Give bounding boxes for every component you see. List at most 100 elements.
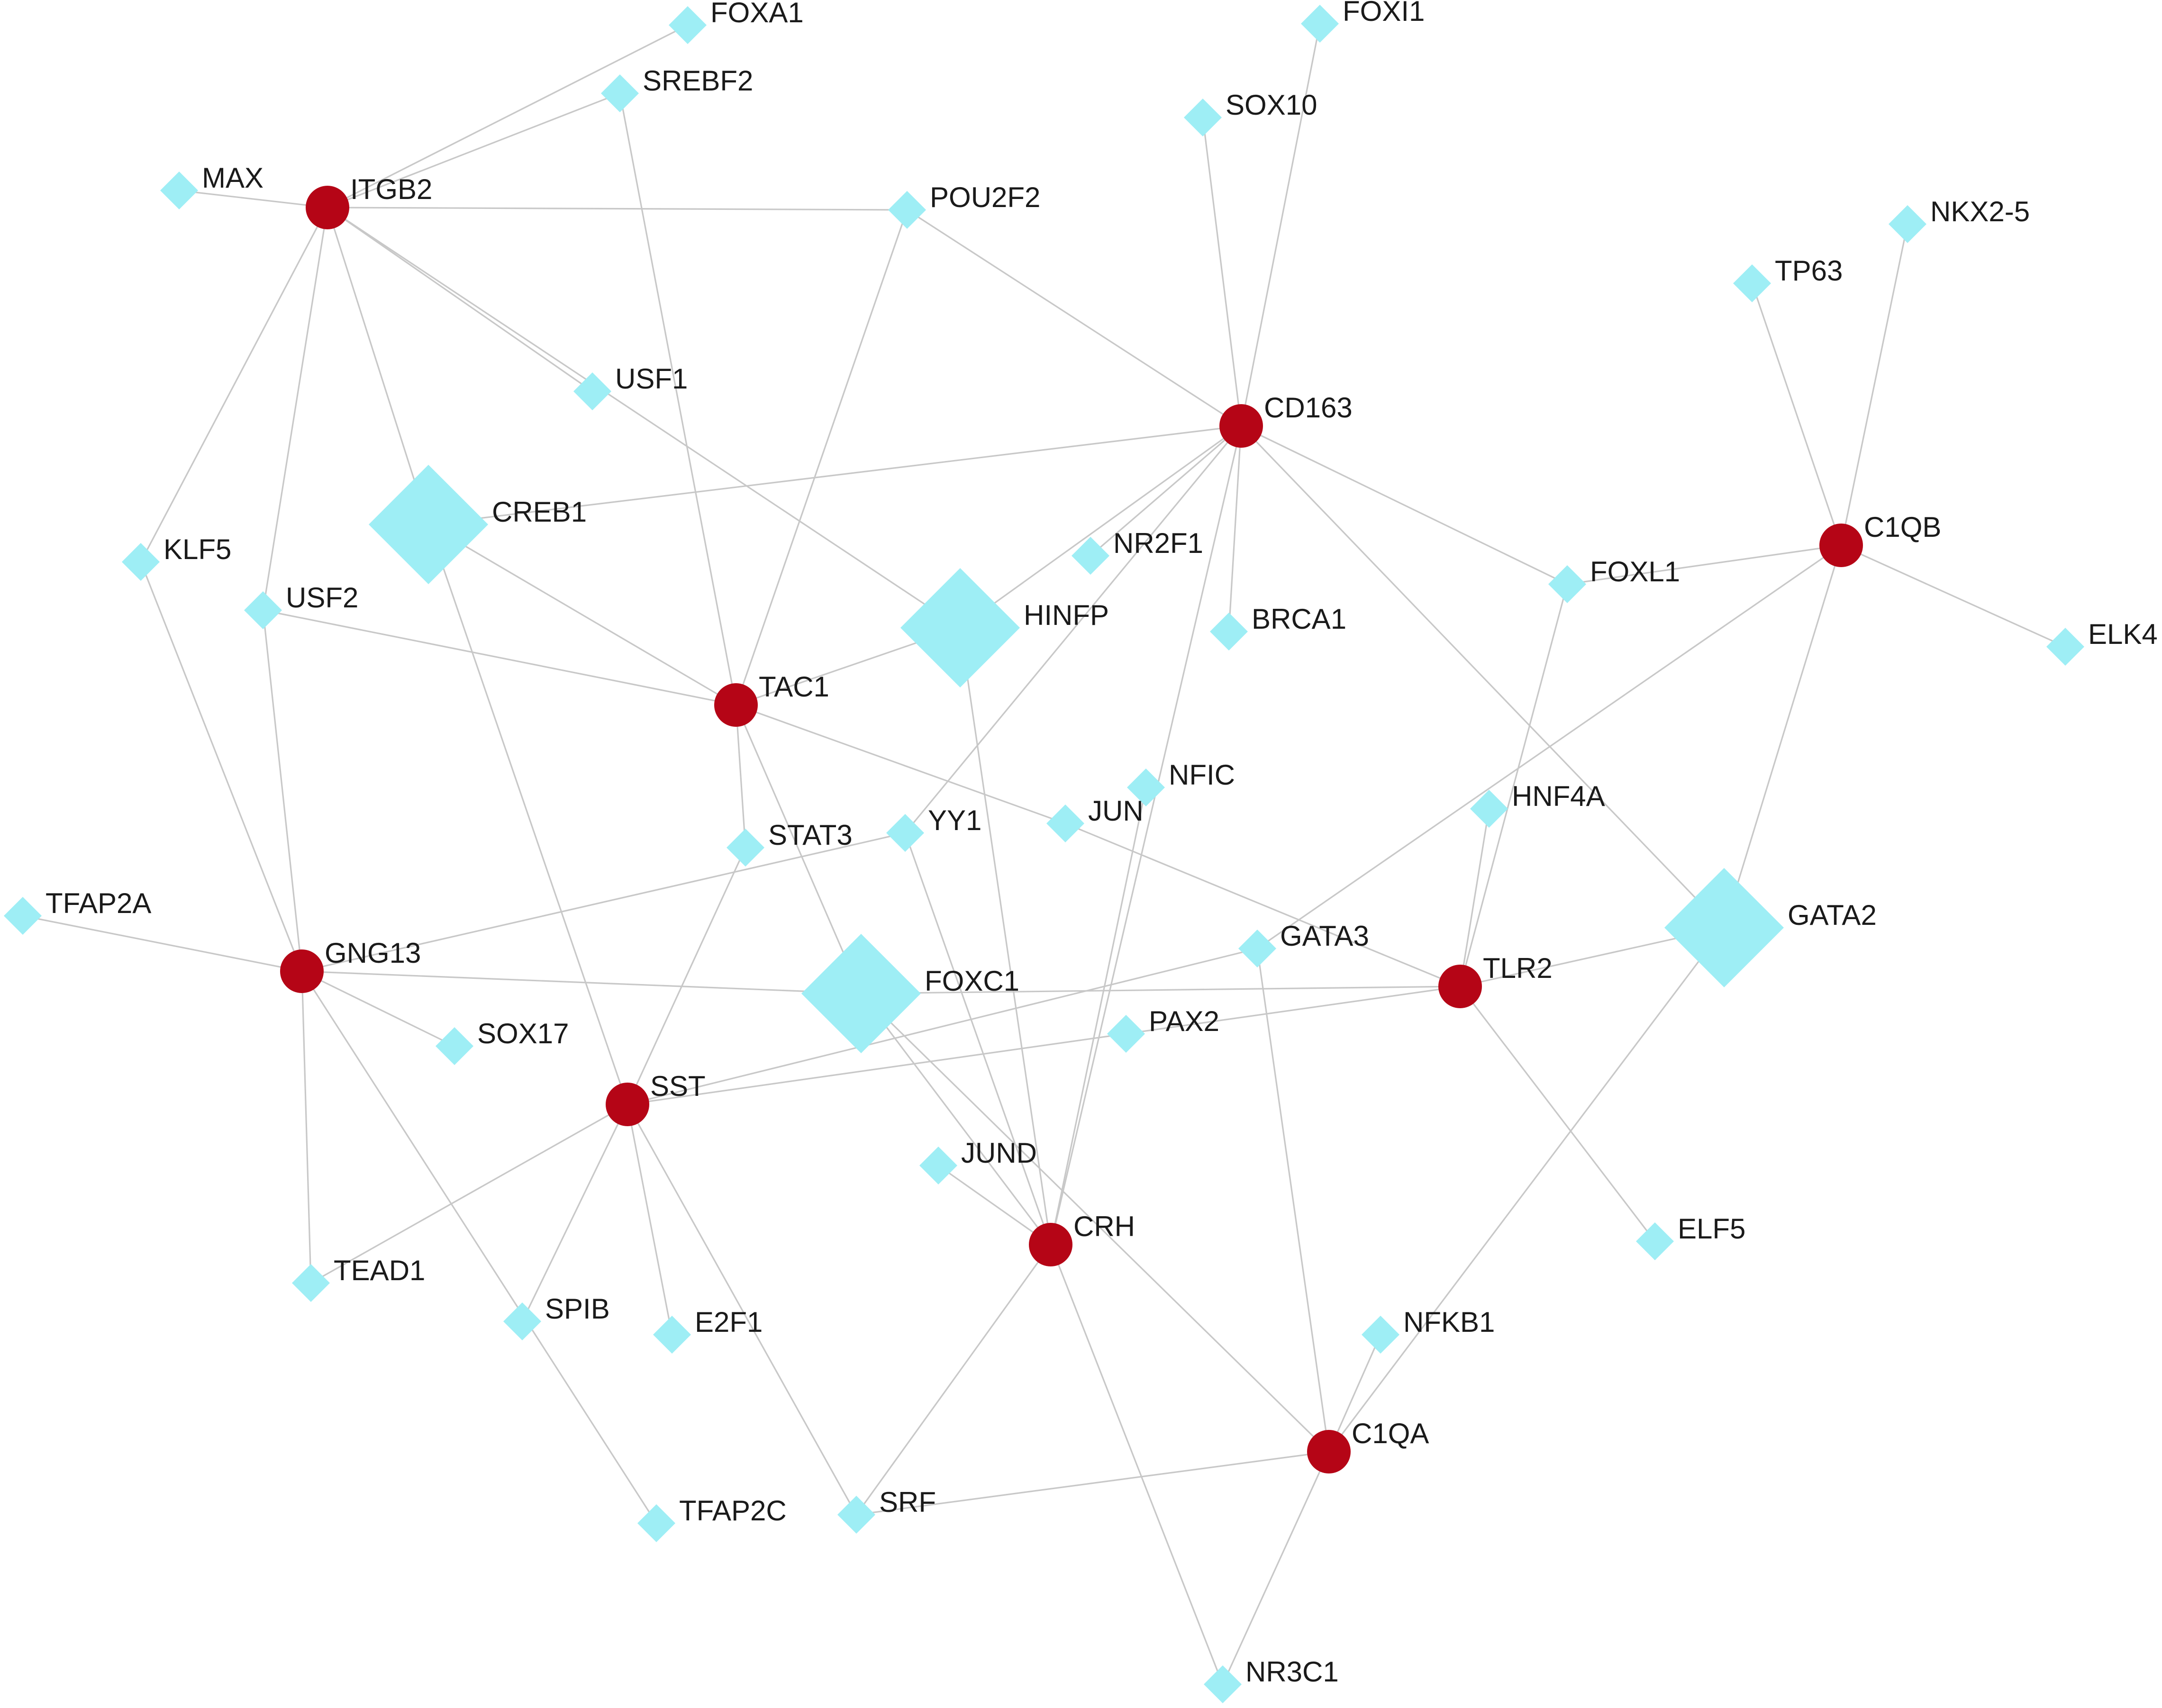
node-jun[interactable]: [1046, 804, 1084, 842]
node-srebf2[interactable]: [601, 74, 639, 112]
node-tfap2a[interactable]: [4, 897, 42, 935]
node-hinfp[interactable]: [900, 568, 1020, 687]
node-usf2[interactable]: [244, 591, 282, 629]
edge-c1qa-srf: [856, 1451, 1329, 1516]
edge-tac1-creb1: [428, 524, 736, 706]
node-tead1[interactable]: [292, 1264, 330, 1302]
node-spib[interactable]: [503, 1302, 541, 1340]
node-tac1[interactable]: [714, 683, 758, 727]
edge-itgb2-creb1: [327, 207, 429, 525]
node-e2f1[interactable]: [653, 1316, 691, 1354]
label-foxa1: FOXA1: [710, 0, 804, 28]
edge-itgb2-usf2: [262, 207, 328, 611]
edge-itgb2-srebf2: [327, 92, 620, 208]
label-nr3c1: NR3C1: [1245, 1656, 1339, 1688]
label-tac1: TAC1: [759, 671, 829, 703]
node-pou2f2[interactable]: [888, 191, 926, 229]
label-usf2: USF2: [286, 582, 358, 614]
edge-crh-foxc1: [860, 993, 1052, 1245]
edge-crh-nr3c1: [1050, 1244, 1224, 1685]
label-stat3: STAT3: [768, 819, 853, 851]
node-foxa1[interactable]: [669, 6, 707, 44]
node-sox17[interactable]: [436, 1027, 473, 1065]
edge-c1qb-tp63: [1751, 283, 1842, 546]
node-nfkb1[interactable]: [1362, 1316, 1399, 1354]
node-hnf4a[interactable]: [1470, 790, 1508, 828]
label-foxc1: FOXC1: [925, 965, 1019, 997]
edge-cd163-nr2f1: [1090, 425, 1242, 557]
node-usf1[interactable]: [573, 372, 611, 410]
label-creb1: CREB1: [492, 496, 587, 528]
edge-cd163-foxi1: [1240, 23, 1321, 426]
edge-gng13-usf2: [262, 610, 303, 972]
node-klf5[interactable]: [122, 543, 160, 581]
label-elk4: ELK4: [2088, 618, 2158, 650]
node-gata3[interactable]: [1238, 930, 1276, 967]
node-elf5[interactable]: [1636, 1222, 1674, 1260]
edge-sst-e2f1: [627, 1104, 673, 1335]
label-nfic: NFIC: [1169, 759, 1235, 791]
label-foxl1: FOXL1: [1590, 556, 1680, 587]
edge-sst-stat3: [627, 847, 746, 1105]
edge-crh-srf: [855, 1244, 1052, 1515]
label-sox17: SOX17: [477, 1018, 569, 1049]
node-gata2[interactable]: [1664, 868, 1784, 987]
node-nr2f1[interactable]: [1072, 537, 1109, 575]
label-jun: JUN: [1088, 795, 1144, 827]
label-tfap2c: TFAP2C: [679, 1495, 787, 1527]
node-c1qa[interactable]: [1307, 1430, 1351, 1473]
node-sox10[interactable]: [1184, 99, 1222, 136]
label-pou2f2: POU2F2: [930, 181, 1040, 213]
edge-cd163-gata2: [1240, 425, 1725, 929]
edge-gng13-sox17: [301, 970, 455, 1047]
node-stat3[interactable]: [727, 829, 764, 867]
node-itgb2[interactable]: [306, 186, 349, 229]
label-gata2: GATA2: [1788, 899, 1877, 931]
node-tfap2c[interactable]: [637, 1504, 675, 1542]
label-jund: JUND: [961, 1137, 1037, 1169]
edge-c1qb-foxl1: [1567, 544, 1842, 585]
node-c1qb[interactable]: [1819, 524, 1863, 567]
node-yy1[interactable]: [886, 814, 924, 852]
node-sst[interactable]: [606, 1083, 649, 1126]
edge-tac1-usf2: [263, 609, 736, 706]
node-tp63[interactable]: [1733, 264, 1771, 302]
edges-layer: [22, 23, 2066, 1685]
edge-tlr2-foxl1: [1459, 584, 1568, 987]
label-e2f1: E2F1: [695, 1306, 763, 1338]
label-gng13: GNG13: [325, 937, 421, 969]
node-tlr2[interactable]: [1438, 965, 1482, 1008]
edge-cd163-crh: [1050, 425, 1242, 1245]
label-srebf2: SREBF2: [643, 65, 753, 97]
edge-sst-creb1: [427, 524, 628, 1105]
edge-cd163-hinfp: [960, 425, 1242, 629]
node-crh[interactable]: [1029, 1223, 1072, 1266]
label-c1qa: C1QA: [1352, 1418, 1429, 1449]
node-jund[interactable]: [919, 1147, 957, 1184]
node-max[interactable]: [160, 172, 198, 209]
edge-gng13-tfap2c: [301, 971, 657, 1524]
label-tead1: TEAD1: [334, 1255, 425, 1286]
label-spib: SPIB: [545, 1293, 610, 1325]
label-pax2: PAX2: [1149, 1005, 1219, 1037]
edge-tac1-jun: [736, 704, 1066, 824]
edge-cd163-sox10: [1202, 117, 1242, 426]
node-foxl1[interactable]: [1548, 565, 1586, 603]
label-crh: CRH: [1073, 1211, 1135, 1242]
node-nkx2-5[interactable]: [1889, 205, 1926, 243]
node-pax2[interactable]: [1107, 1015, 1145, 1053]
node-foxc1[interactable]: [801, 934, 921, 1053]
node-nr3c1[interactable]: [1204, 1665, 1242, 1703]
edge-tac1-srebf2: [619, 93, 737, 705]
node-srf[interactable]: [837, 1496, 875, 1534]
node-elk4[interactable]: [2046, 628, 2084, 666]
node-nfic[interactable]: [1127, 768, 1165, 806]
edge-gng13-klf5: [140, 561, 303, 972]
label-sst: SST: [650, 1070, 706, 1102]
node-foxi1[interactable]: [1301, 5, 1339, 43]
node-creb1[interactable]: [369, 465, 488, 584]
node-brca1[interactable]: [1210, 613, 1248, 651]
node-gng13[interactable]: [280, 949, 324, 993]
node-cd163[interactable]: [1219, 404, 1263, 448]
